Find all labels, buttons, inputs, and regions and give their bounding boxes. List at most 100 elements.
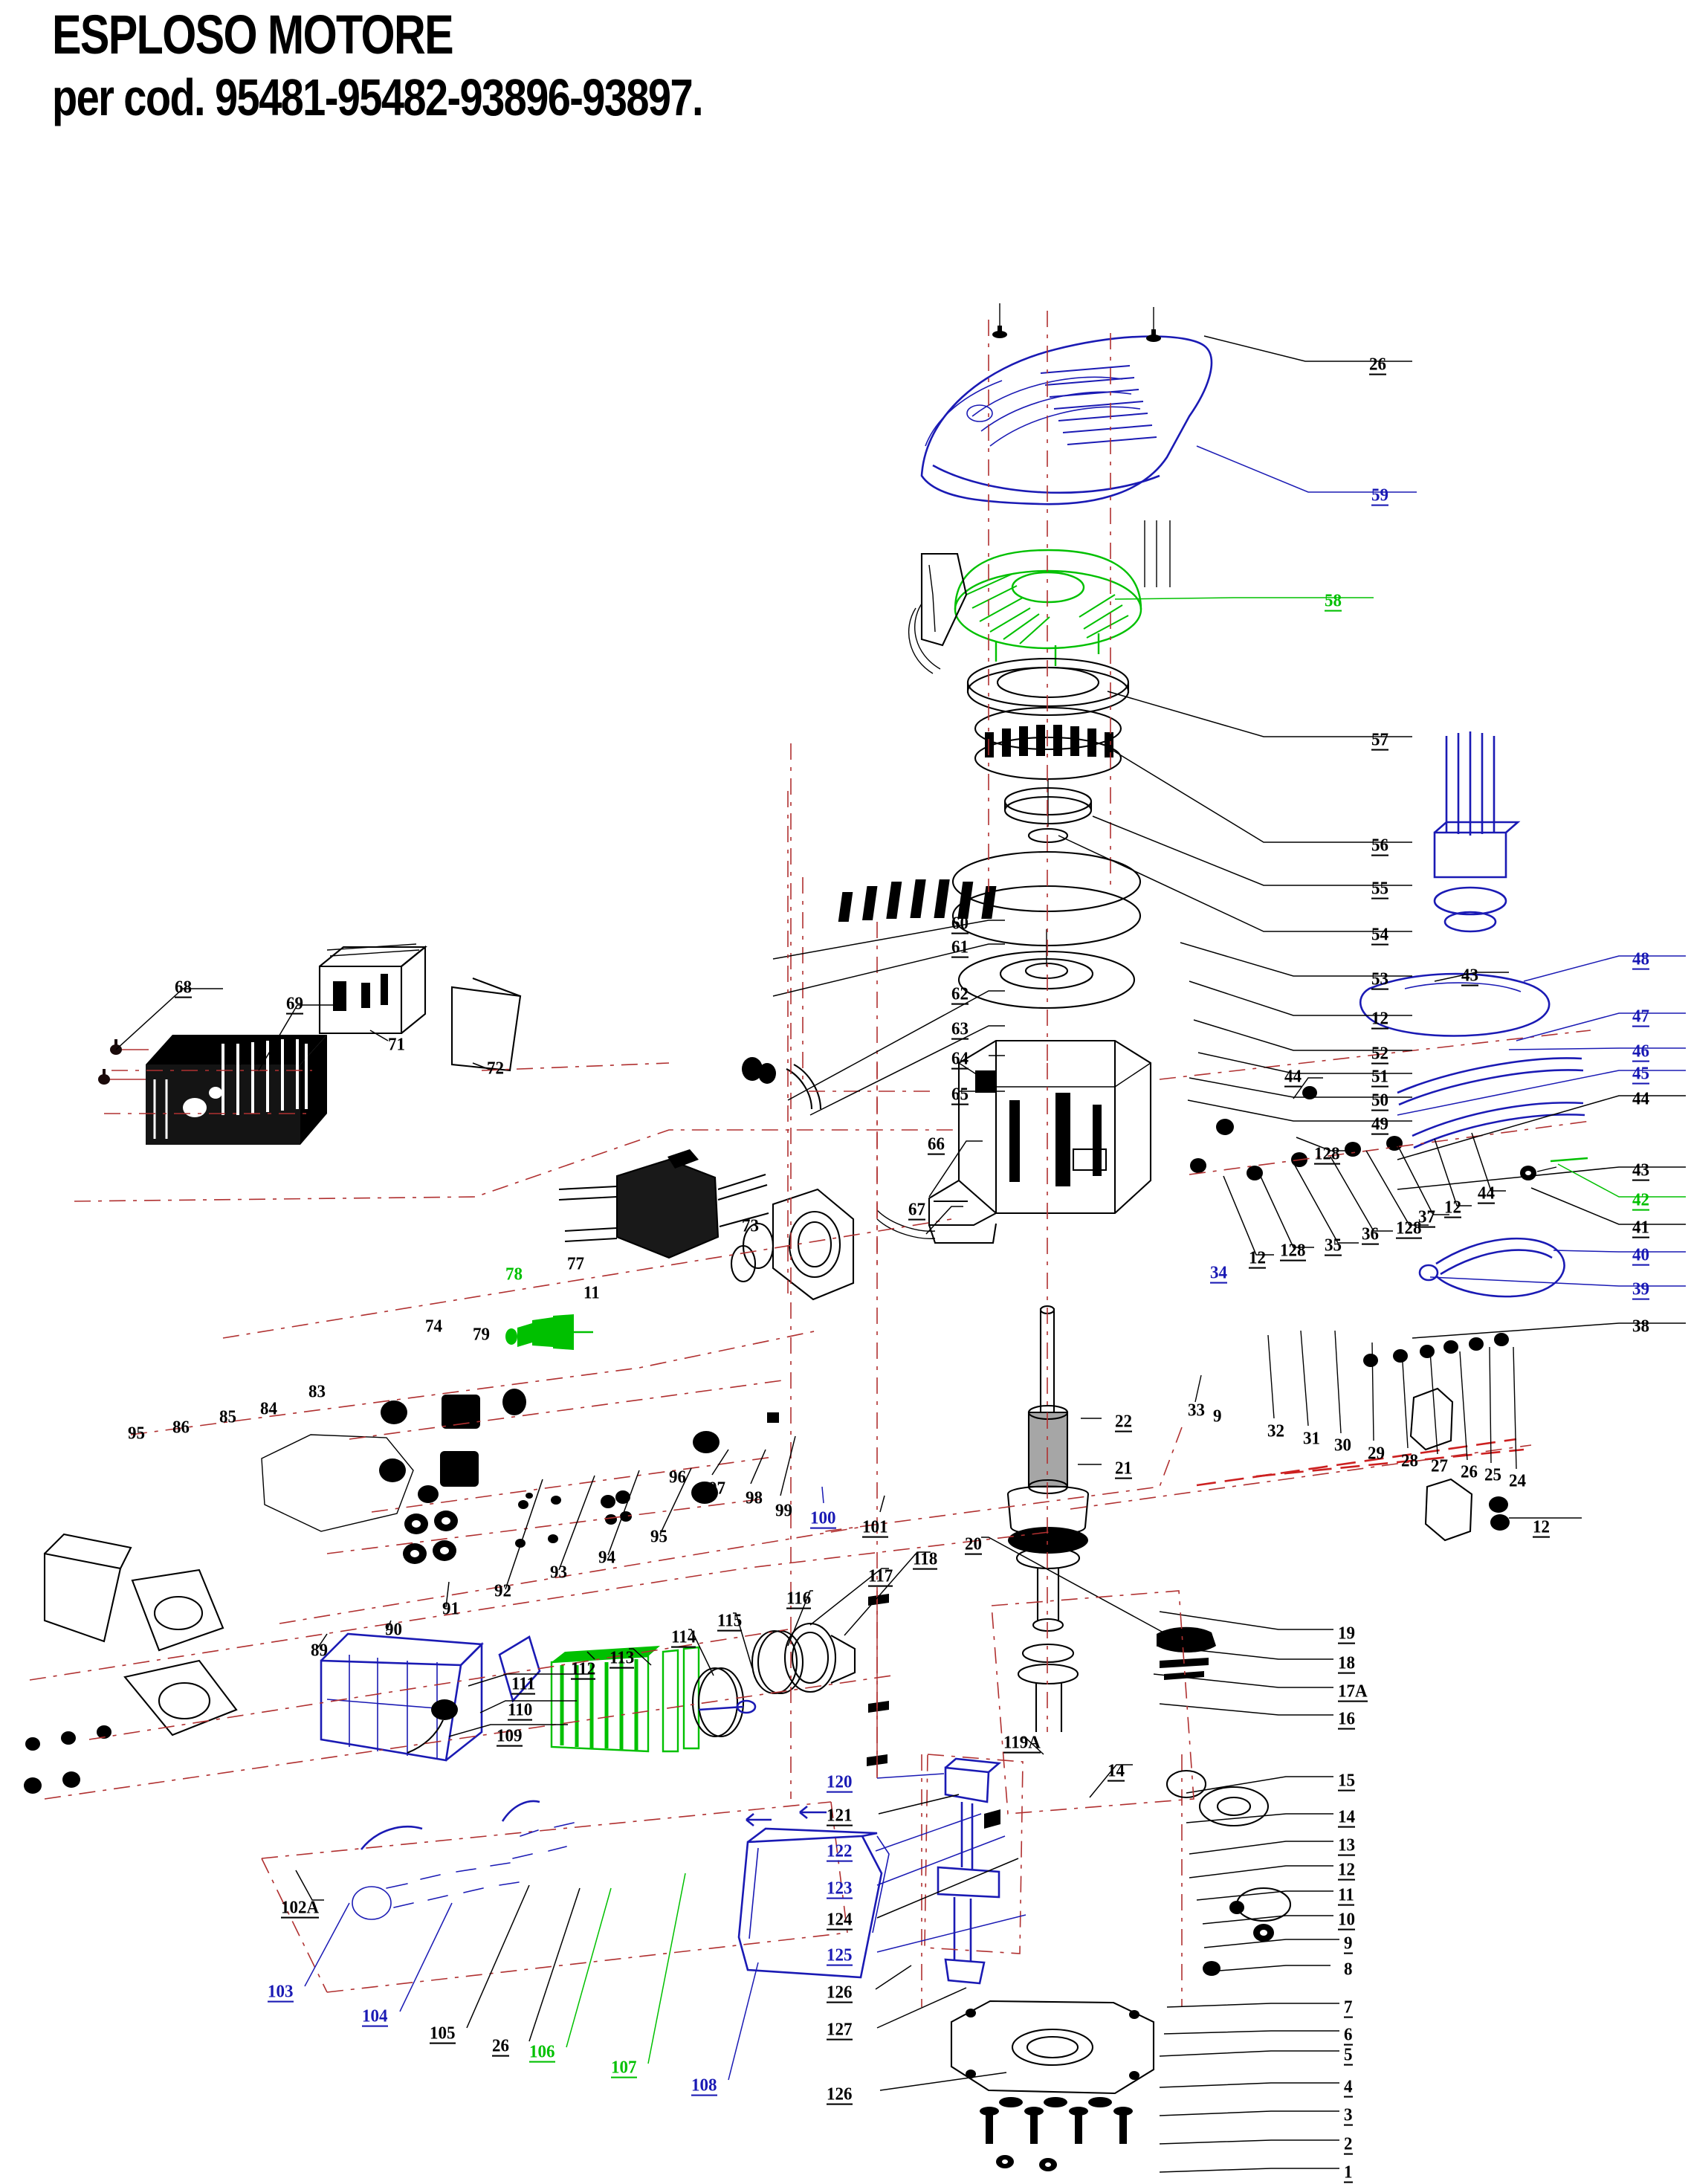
callout-68: 68: [175, 978, 192, 998]
callout-40: 40: [1632, 1245, 1649, 1266]
throttle-handle-group: [1359, 731, 1588, 1298]
callout-12: 12: [1533, 1517, 1550, 1538]
carburetor-assembly: [558, 1057, 822, 1259]
callout-26: 26: [1369, 355, 1386, 375]
callout-19: 19: [1338, 1624, 1355, 1644]
callout-41: 41: [1632, 1218, 1649, 1238]
callout-120: 120: [827, 1772, 853, 1793]
callout-58: 58: [1325, 591, 1342, 612]
callout-17A: 17A: [1338, 1681, 1368, 1702]
callout-13: 13: [1338, 1835, 1355, 1856]
callout-12: 12: [1338, 1860, 1355, 1881]
callout-52: 52: [1371, 1044, 1388, 1064]
callout-97: 97: [708, 1478, 725, 1498]
cylinder-head-shroud: [146, 1035, 327, 1145]
callout-95: 95: [128, 1423, 145, 1443]
oil-pan-zone: [261, 1800, 848, 1993]
callout-44: 44: [1284, 1067, 1302, 1088]
callout-57: 57: [1371, 730, 1388, 751]
magneto-flywheel: [838, 850, 1142, 1009]
callout-7: 7: [1344, 1997, 1353, 2018]
callout-2: 2: [1344, 2134, 1353, 2155]
callout-64: 64: [951, 1049, 969, 1070]
callout-16: 16: [1338, 1709, 1355, 1730]
callout-112: 112: [571, 1659, 596, 1680]
engine-top-cover: [920, 335, 1213, 505]
callout-116: 116: [786, 1589, 812, 1609]
callout-10: 10: [1338, 1910, 1355, 1931]
callout-45: 45: [1632, 1064, 1649, 1085]
callout-118: 118: [913, 1549, 938, 1570]
callout-128: 128: [1396, 1218, 1422, 1239]
callout-122: 122: [827, 1841, 853, 1862]
page-title: ESPLOSO MOTORE per cod. 95481-95482-9389…: [52, 4, 1316, 129]
callout-21: 21: [1115, 1458, 1132, 1479]
callout-28: 28: [1401, 1450, 1418, 1470]
flywheel-assembly: [974, 706, 1122, 844]
callout-99: 99: [775, 1500, 792, 1520]
callout-74: 74: [425, 1316, 442, 1336]
callout-4: 4: [1344, 2077, 1353, 2098]
callout-123: 123: [827, 1878, 853, 1899]
callout-126: 126: [827, 2084, 853, 2105]
recoil-assembly: [908, 603, 1130, 717]
callout-5: 5: [1344, 2045, 1353, 2066]
callout-12: 12: [1371, 1009, 1388, 1030]
callout-30: 30: [1334, 1435, 1351, 1455]
callout-55: 55: [1371, 879, 1388, 899]
callout-71: 71: [388, 1034, 405, 1054]
callout-85: 85: [219, 1406, 236, 1427]
callout-27: 27: [1431, 1456, 1448, 1476]
callout-93: 93: [550, 1562, 567, 1582]
callout-12: 12: [1444, 1198, 1461, 1218]
callout-115: 115: [717, 1611, 743, 1632]
callout-67: 67: [908, 1200, 925, 1221]
leader-lines: [115, 335, 1686, 2173]
callout-73: 73: [742, 1215, 759, 1235]
callout-110: 110: [508, 1700, 533, 1721]
callout-65: 65: [951, 1085, 969, 1105]
construction-lines: [29, 311, 1591, 2007]
callout-98: 98: [746, 1487, 763, 1508]
callout-109: 109: [497, 1726, 523, 1747]
callout-54: 54: [1371, 925, 1388, 946]
callout-92: 92: [494, 1580, 511, 1600]
callout-91: 91: [442, 1598, 459, 1618]
callout-101: 101: [862, 1517, 888, 1538]
spark-plug-green: [505, 1314, 593, 1350]
callout-59: 59: [1371, 485, 1388, 506]
callout-107: 107: [611, 2058, 637, 2078]
callout-53: 53: [1371, 969, 1388, 990]
callout-35: 35: [1325, 1235, 1342, 1256]
callout-61: 61: [951, 937, 969, 958]
callout-43: 43: [1632, 1160, 1649, 1181]
callout-31: 31: [1303, 1428, 1320, 1448]
title-primary: ESPLOSO MOTORE: [52, 4, 454, 65]
callout-105: 105: [430, 2023, 456, 2044]
callout-104: 104: [362, 2006, 388, 2027]
callout-62: 62: [951, 984, 969, 1005]
callout-8: 8: [1344, 1959, 1353, 1979]
callout-6: 6: [1344, 2025, 1353, 2046]
air-filter-box: [318, 943, 427, 1035]
callout-95: 95: [650, 1526, 667, 1546]
callout-119A: 119A: [1003, 1733, 1041, 1754]
callout-34: 34: [1210, 1263, 1227, 1284]
intake-manifold: [730, 1188, 855, 1301]
green-plate-112: [550, 1646, 660, 1753]
group-frames: [481, 791, 1194, 1815]
callout-51: 51: [1371, 1067, 1388, 1088]
callout-14: 14: [1108, 1761, 1125, 1782]
callout-96: 96: [669, 1467, 686, 1487]
callout-11: 11: [583, 1282, 600, 1302]
crankcase-block: [876, 1039, 1152, 1244]
callout-124: 124: [827, 1910, 853, 1931]
callout-36: 36: [1362, 1224, 1379, 1245]
piston-rings: [691, 1667, 757, 1738]
title-secondary: per cod. 95481-95482-93896-93897.: [52, 68, 704, 126]
callout-100: 100: [810, 1508, 836, 1529]
green-plate-113: [662, 1646, 700, 1753]
callout-47: 47: [1632, 1007, 1649, 1027]
callout-66: 66: [928, 1134, 945, 1155]
